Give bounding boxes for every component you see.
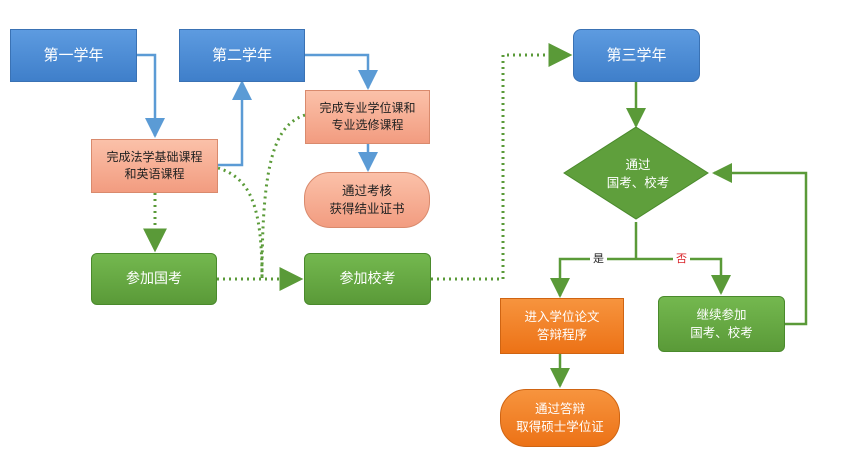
- node-degree: 通过答辩 取得硕士学位证: [500, 389, 620, 447]
- node-continue-exam: 继续参加 国考、校考: [658, 296, 785, 352]
- arrow-year2-to-major: [305, 53, 378, 90]
- no-label: 否: [673, 252, 690, 266]
- node-year3: 第三学年: [573, 29, 700, 82]
- dotted-basic-to-junction: [217, 166, 264, 279]
- arrow-year1-to-basic: [137, 53, 165, 138]
- node-basic-courses: 完成法学基础课程 和英语课程: [91, 139, 218, 193]
- decision-label: 通过 国考、校考: [606, 156, 670, 190]
- node-national-exam: 参加国考: [91, 253, 217, 305]
- dotted-school-to-year3: [431, 43, 573, 281]
- node-major-courses: 完成专业学位课和 专业选修课程: [305, 90, 430, 144]
- arrow-no-to-continue: [636, 257, 731, 295]
- node-thesis-defense: 进入学位论文 答辩程序: [500, 298, 624, 354]
- yes-label: 是: [590, 252, 607, 266]
- arrow-yes-to-thesis: [550, 257, 636, 298]
- arrow-basic-to-year2: [218, 80, 252, 167]
- node-school-exam: 参加校考: [304, 253, 431, 305]
- decision-diamond: [563, 126, 709, 220]
- node-pass-assessment: 通过考核 获得结业证书: [304, 172, 430, 228]
- dotted-major-to-junction: [260, 113, 306, 279]
- node-year2: 第二学年: [179, 29, 305, 82]
- node-year1: 第一学年: [10, 29, 137, 82]
- arrow-continue-loop: [712, 163, 808, 326]
